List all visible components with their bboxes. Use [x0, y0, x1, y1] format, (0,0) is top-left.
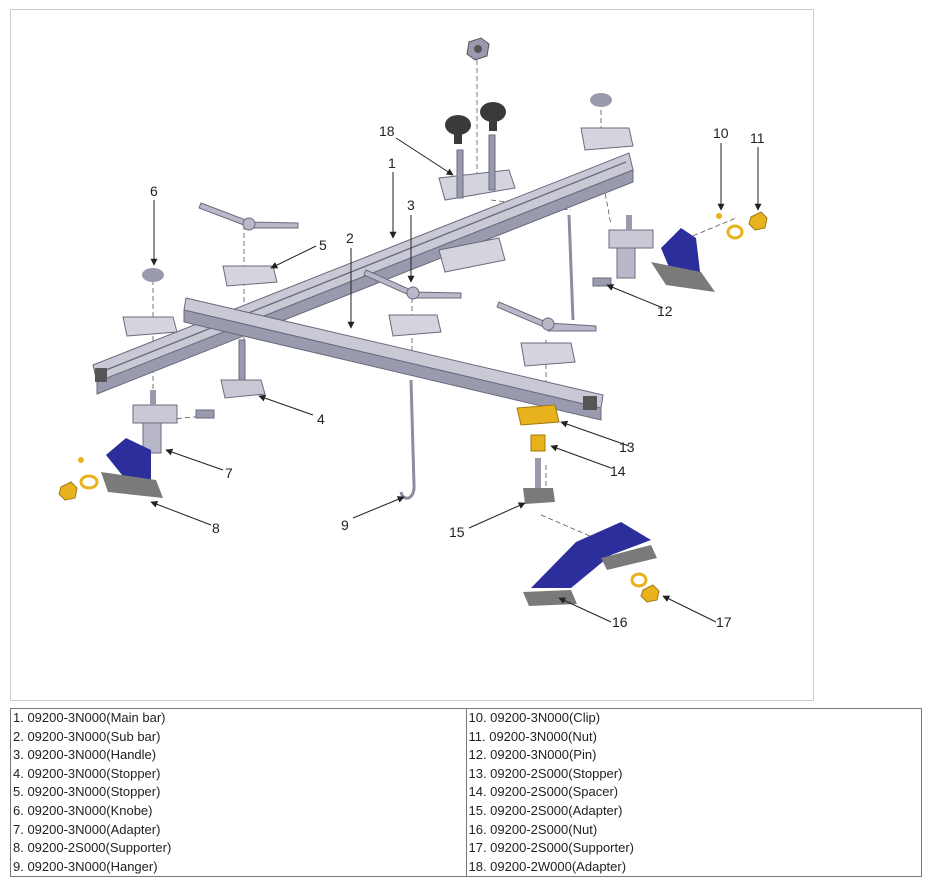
callout-7: 7 [225, 465, 233, 481]
callout-5: 5 [319, 237, 327, 253]
handle-parts [198, 202, 597, 332]
callout-11: 11 [750, 130, 765, 146]
stopper-clamps [122, 127, 634, 367]
lower-stopper [220, 339, 266, 399]
callout-2: 2 [346, 230, 354, 246]
list-item: 12. 09200-3N000(Pin) [468, 747, 597, 763]
sub-bar [183, 297, 604, 421]
callout-16: 16 [612, 614, 628, 630]
list-item: 9. 09200-3N000(Hanger) [13, 858, 158, 874]
list-item: 5. 09200-3N000(Stopper) [13, 784, 161, 800]
list-item: 8. 09200-2S000(Supporter) [13, 840, 172, 856]
hanger [399, 214, 575, 500]
callout-8: 8 [212, 520, 220, 536]
list-item: 11. 09200-3N000(Nut) [468, 728, 597, 744]
callout-3: 3 [407, 197, 415, 213]
table-row: 1. 09200-3N000(Main bar) 2. 09200-3N000(… [10, 707, 922, 878]
callout-6: 6 [150, 183, 158, 199]
list-item: 10. 09200-3N000(Clip) [468, 710, 601, 725]
list-item: 2. 09200-3N000(Sub bar) [13, 728, 161, 744]
callout-4: 4 [317, 411, 325, 427]
knobs [142, 93, 612, 282]
parts-list-table: 1. 09200-3N000(Main bar) 2. 09200-3N000(… [10, 707, 922, 878]
list-item: 14. 09200-2S000(Spacer) [468, 784, 619, 800]
callout-15: 15 [449, 524, 465, 540]
callout-18: 18 [379, 123, 395, 139]
parts-column-left: 1. 09200-3N000(Main bar) 2. 09200-3N000(… [10, 707, 467, 878]
callout-14: 14 [610, 463, 626, 479]
parts-column-right: 10. 09200-3N000(Clip) 11. 09200-3N000(Nu… [465, 707, 922, 878]
list-item: 4. 09200-3N000(Stopper) [13, 765, 161, 781]
list-item: 7. 09200-3N000(Adapter) [13, 821, 161, 837]
callout-10: 10 [713, 125, 729, 141]
list-item: 13. 09200-2S000(Stopper) [468, 765, 623, 781]
callout-labels: 1 2 3 4 5 6 7 8 9 10 11 12 13 14 15 16 1… [150, 123, 765, 630]
list-item: 3. 09200-3N000(Handle) [13, 747, 157, 763]
callout-17: 17 [716, 614, 732, 630]
list-item: 18. 09200-2W000(Adapter) [468, 858, 627, 874]
top-adapter [438, 134, 516, 273]
callout-9: 9 [341, 517, 349, 533]
list-item: 6. 09200-3N000(Knobe) [13, 802, 153, 818]
callout-13: 13 [619, 439, 635, 455]
diagram-drawing: 1 2 3 4 5 6 7 8 9 10 11 12 13 14 15 16 1… [58, 37, 768, 630]
callout-12: 12 [657, 303, 673, 319]
leader-lines [150, 137, 762, 623]
right-supporter-assembly [592, 211, 768, 292]
list-item: 1. 09200-3N000(Main bar) [13, 710, 166, 725]
center-supporter-assembly [516, 404, 660, 606]
list-item: 15. 09200-2S000(Adapter) [468, 802, 623, 818]
left-supporter-assembly [58, 390, 215, 501]
callout-1: 1 [388, 155, 396, 171]
list-item: 17. 09200-2S000(Supporter) [468, 840, 635, 856]
top-nut [466, 37, 490, 61]
list-item: 16. 09200-2S000(Nut) [468, 821, 598, 837]
exploded-parts-diagram: 1 2 3 4 5 6 7 8 9 10 11 12 13 14 15 16 1… [10, 9, 814, 701]
